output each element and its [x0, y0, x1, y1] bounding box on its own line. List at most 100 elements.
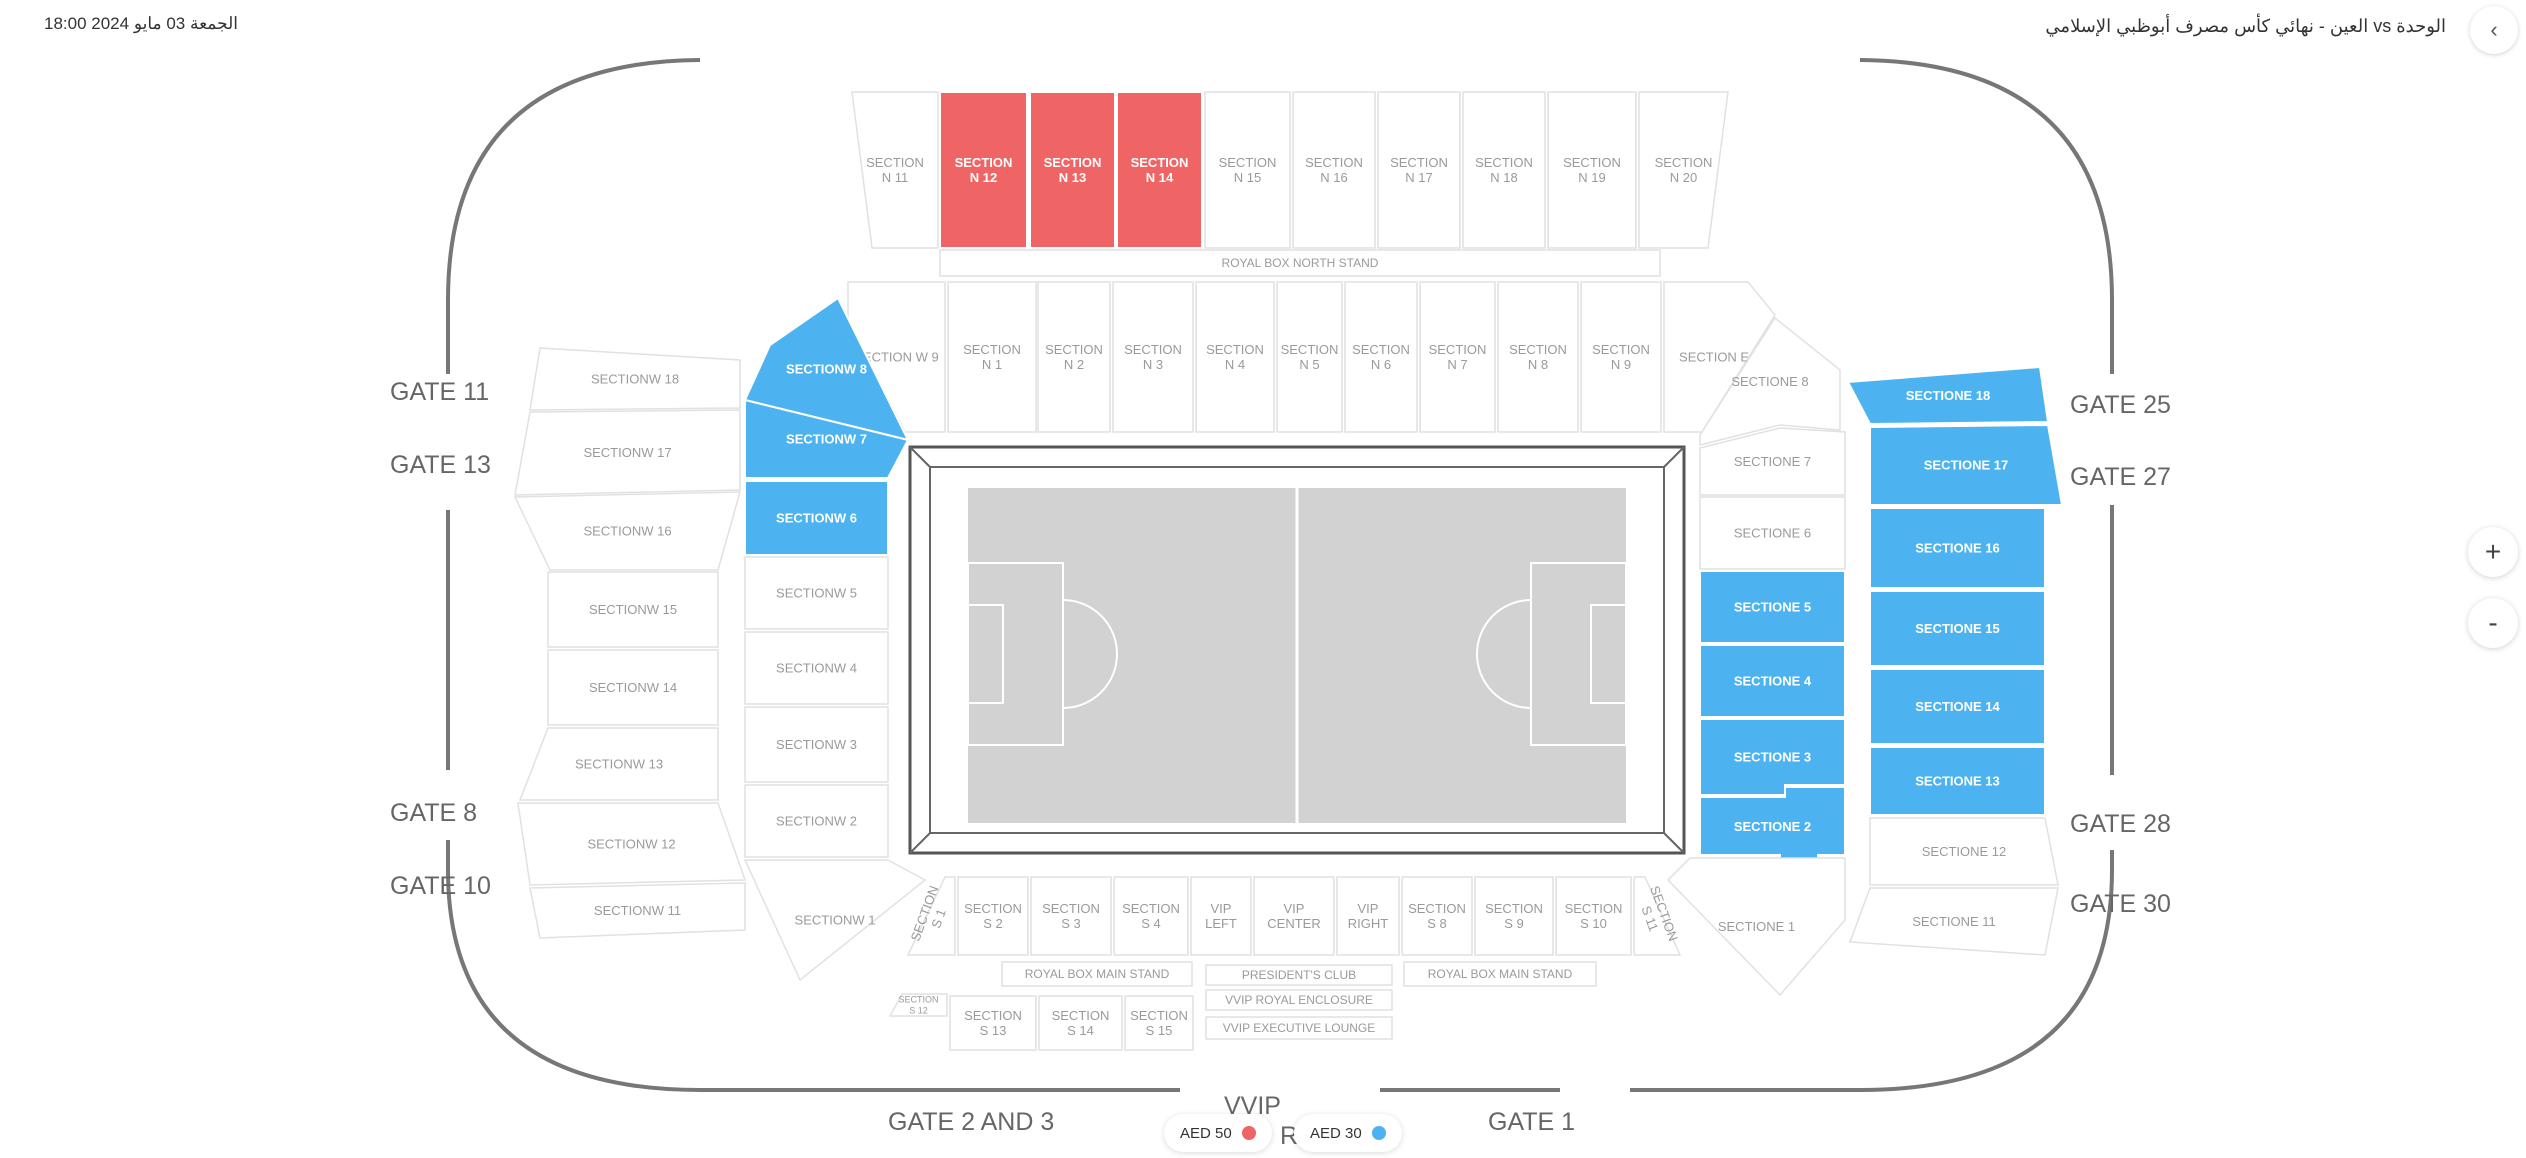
- price-legend-50[interactable]: AED 50: [1164, 1114, 1272, 1152]
- section-shape[interactable]: [1124, 995, 1194, 1051]
- section-ow15[interactable]: SECTIONW 15: [547, 571, 719, 648]
- section-shape[interactable]: [514, 409, 741, 496]
- price-legend-30[interactable]: AED 30: [1294, 1114, 1402, 1152]
- section-shape[interactable]: [1869, 507, 2046, 589]
- section-shape[interactable]: [1253, 876, 1335, 956]
- section-shape[interactable]: [1205, 989, 1393, 1011]
- section-shape[interactable]: [1699, 570, 1846, 644]
- section-shape[interactable]: [1344, 281, 1418, 433]
- section-w6[interactable]: SECTIONW 6: [744, 480, 889, 556]
- section-e9[interactable]: SECTION E 9: [1663, 281, 1776, 433]
- section-w5[interactable]: SECTIONW 5: [744, 556, 889, 630]
- section-oe16[interactable]: SECTIONE 16: [1869, 507, 2046, 589]
- section-shape[interactable]: [529, 347, 741, 411]
- zoom-out-button[interactable]: -: [2468, 598, 2518, 648]
- section-shape[interactable]: [1547, 91, 1637, 249]
- section-ow18[interactable]: SECTIONW 18: [529, 347, 741, 411]
- section-shape[interactable]: [1403, 961, 1597, 987]
- section-w2[interactable]: SECTIONW 2: [744, 784, 889, 858]
- section-e6[interactable]: SECTIONE 6: [1699, 496, 1846, 570]
- section-shape[interactable]: [744, 784, 889, 858]
- section-shape[interactable]: [1699, 644, 1846, 718]
- section-oe13[interactable]: SECTIONE 13: [1869, 746, 2046, 816]
- section-shape[interactable]: [1699, 786, 1846, 867]
- section-shape[interactable]: [1112, 281, 1194, 433]
- section-shape[interactable]: [1030, 876, 1112, 956]
- section-shape[interactable]: [1848, 887, 2059, 956]
- section-shape[interactable]: [1029, 91, 1116, 249]
- section-shape[interactable]: [744, 556, 889, 630]
- section-shape[interactable]: [1205, 1016, 1393, 1040]
- section-w3[interactable]: SECTIONW 3: [744, 706, 889, 783]
- section-shape[interactable]: [947, 281, 1037, 433]
- section-shape[interactable]: [1401, 876, 1473, 956]
- section-shape[interactable]: [939, 91, 1028, 249]
- section-vvip-royal[interactable]: VVIP ROYAL ENCLOSURE: [1205, 989, 1393, 1011]
- section-shape[interactable]: [1869, 817, 2059, 886]
- section-presidents-club[interactable]: PRESIDENT'S CLUB: [1205, 964, 1393, 986]
- section-shape[interactable]: [744, 706, 889, 783]
- section-e7[interactable]: SECTIONE 7: [1699, 427, 1846, 496]
- section-shape[interactable]: [744, 398, 910, 479]
- section-shape[interactable]: [1038, 995, 1123, 1051]
- section-shape[interactable]: [1195, 281, 1275, 433]
- section-shape[interactable]: [547, 649, 719, 726]
- section-w9[interactable]: SECTION W 9: [847, 281, 946, 433]
- section-shape[interactable]: [1116, 91, 1203, 249]
- section-shape[interactable]: [1292, 91, 1376, 249]
- section-w1[interactable]: SECTIONW 1: [743, 859, 927, 982]
- section-shape[interactable]: [1190, 876, 1252, 956]
- section-oe18[interactable]: SECTIONE 18: [1846, 365, 2050, 426]
- back-button[interactable]: ‹: [2470, 6, 2518, 54]
- section-e1[interactable]: SECTIONE 1: [1666, 857, 1846, 997]
- section-shape[interactable]: [847, 281, 946, 433]
- section-shape[interactable]: [906, 876, 956, 956]
- section-shape[interactable]: [1699, 718, 1846, 796]
- section-shape[interactable]: [518, 727, 719, 801]
- section-w4[interactable]: SECTIONW 4: [744, 631, 889, 705]
- section-shape[interactable]: [1699, 427, 1846, 496]
- section-shape[interactable]: [957, 876, 1029, 956]
- section-shape[interactable]: [1633, 876, 1682, 956]
- section-oe17[interactable]: SECTIONE 17: [1869, 423, 2064, 506]
- section-shape[interactable]: [1419, 281, 1496, 433]
- section-ow13[interactable]: SECTIONW 13: [518, 727, 719, 801]
- section-e5[interactable]: SECTIONE 5: [1699, 570, 1846, 644]
- section-e3[interactable]: SECTIONE 3: [1699, 718, 1846, 796]
- section-shape[interactable]: [547, 571, 719, 648]
- section-ow16[interactable]: SECTIONW 16: [513, 491, 741, 571]
- section-shape[interactable]: [1666, 857, 1846, 997]
- section-shape[interactable]: [1846, 365, 2050, 426]
- section-shape[interactable]: [1204, 91, 1291, 249]
- section-shape[interactable]: [939, 249, 1661, 277]
- section-shape[interactable]: [743, 859, 927, 982]
- section-shape[interactable]: [1205, 964, 1393, 986]
- section-shape[interactable]: [1462, 91, 1546, 249]
- section-shape[interactable]: [529, 882, 746, 939]
- section-e4[interactable]: SECTIONE 4: [1699, 644, 1846, 718]
- zoom-in-button[interactable]: +: [2468, 527, 2518, 577]
